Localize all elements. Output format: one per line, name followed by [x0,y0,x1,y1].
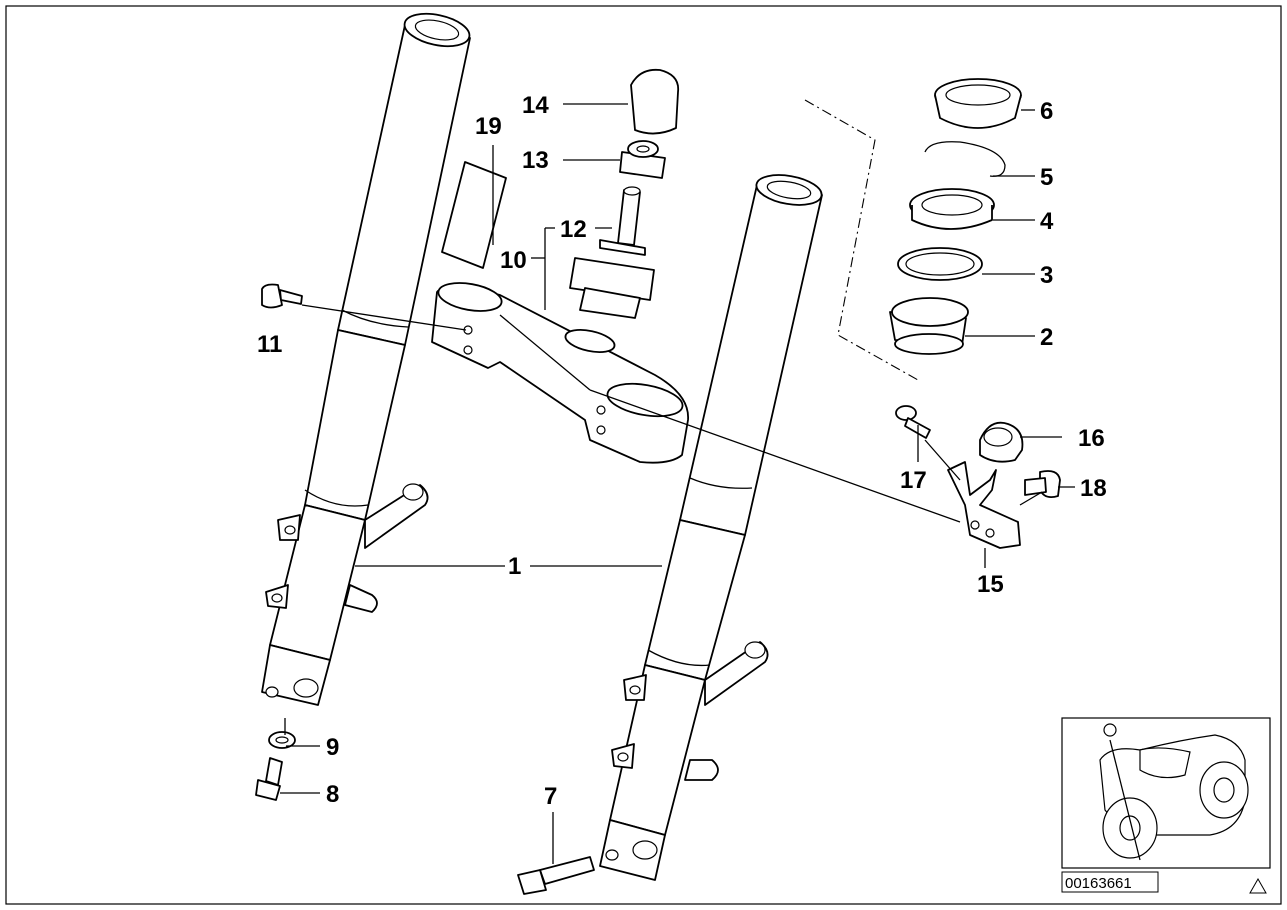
diagram-frame [5,5,1282,905]
circlip [924,141,1006,177]
washer [268,731,296,749]
image-code: 00163661 [1065,875,1132,892]
bearing [909,188,995,230]
left-fork-leg [261,12,471,706]
right-fork-leg [599,174,823,881]
callout-10: 10 [500,247,527,274]
seal-ring [897,247,983,281]
bracket-bolt [1024,470,1061,499]
callout-14: 14 [522,92,549,119]
callout-11: 11 [257,331,282,358]
leader-lines [280,103,1075,864]
info-sticker [441,161,507,269]
bearing-cup [889,297,969,355]
callout-5: 5 [1040,164,1053,191]
motorcycle-inset [1061,717,1271,869]
callout-8: 8 [326,781,339,808]
triple-clamp [431,282,689,464]
callout-3: 3 [1040,262,1053,289]
callout-6: 6 [1040,98,1053,125]
dust-cover [934,78,1022,129]
callout-17: 17 [900,467,927,494]
callout-4: 4 [1040,208,1054,235]
callout-9: 9 [326,734,339,761]
bracket [947,461,1021,549]
steering-stem [569,186,655,319]
pinch-bolt [517,856,595,895]
stem-nut [619,140,666,179]
stem-cap [630,68,680,135]
callout-15: 15 [977,571,1004,598]
callout-18: 18 [1080,475,1107,502]
axle-clamp-bolt [255,757,283,801]
callout-16: 16 [1078,425,1105,452]
callout-7: 7 [544,783,557,810]
grommet [979,421,1024,463]
triangle-icon [1249,877,1267,894]
callout-1: 1 [508,553,521,580]
screw [895,405,931,439]
callout-13: 13 [522,147,549,174]
callout-19: 19 [475,113,502,140]
image-code-box: 00163661 [1061,871,1159,893]
clamp-bolt [261,283,303,309]
callout-2: 2 [1040,324,1053,351]
callout-12: 12 [560,216,587,243]
